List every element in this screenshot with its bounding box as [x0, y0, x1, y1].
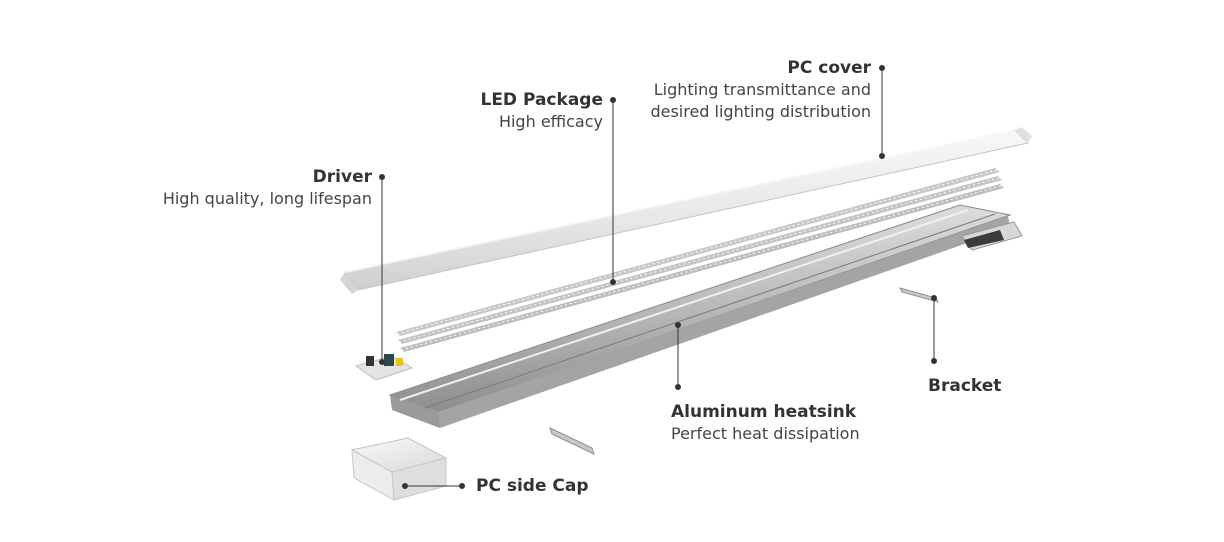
- side-cap-label: PC side Cap: [476, 475, 589, 497]
- heatsink-label: Aluminum heatsink Perfect heat dissipati…: [671, 401, 860, 445]
- bracket-title: Bracket: [928, 376, 1002, 396]
- driver-part: [354, 354, 414, 381]
- pc-cover-title: PC cover: [787, 58, 871, 78]
- pc-cover-desc-line2: desired lighting distribution: [650, 102, 871, 121]
- led-package-desc: High efficacy: [498, 112, 603, 131]
- end-cap-piece: [961, 221, 1023, 251]
- pc-cover-label: PC cover Lighting transmittance and desi…: [650, 57, 871, 123]
- driver-title: Driver: [312, 167, 372, 187]
- led-package-label: LED Package High efficacy: [480, 89, 603, 133]
- heatsink-part: [388, 204, 1012, 428]
- leader-lines: [379, 65, 937, 489]
- bracket-small-part: [549, 427, 595, 455]
- led-package-title: LED Package: [480, 90, 603, 110]
- side-cap-part: [350, 437, 448, 501]
- bracket-part: [899, 287, 939, 303]
- side-cap-title: PC side Cap: [476, 476, 589, 496]
- pc-cover-desc-line1: Lighting transmittance and: [653, 80, 871, 99]
- heatsink-title: Aluminum heatsink: [671, 402, 857, 422]
- led-strips-part: [396, 168, 1004, 352]
- heatsink-desc: Perfect heat dissipation: [671, 424, 860, 443]
- bracket-label: Bracket: [928, 375, 1001, 397]
- driver-desc: High quality, long lifespan: [162, 189, 372, 208]
- driver-label: Driver High quality, long lifespan: [163, 166, 372, 210]
- pc-cover-part: [340, 127, 1032, 294]
